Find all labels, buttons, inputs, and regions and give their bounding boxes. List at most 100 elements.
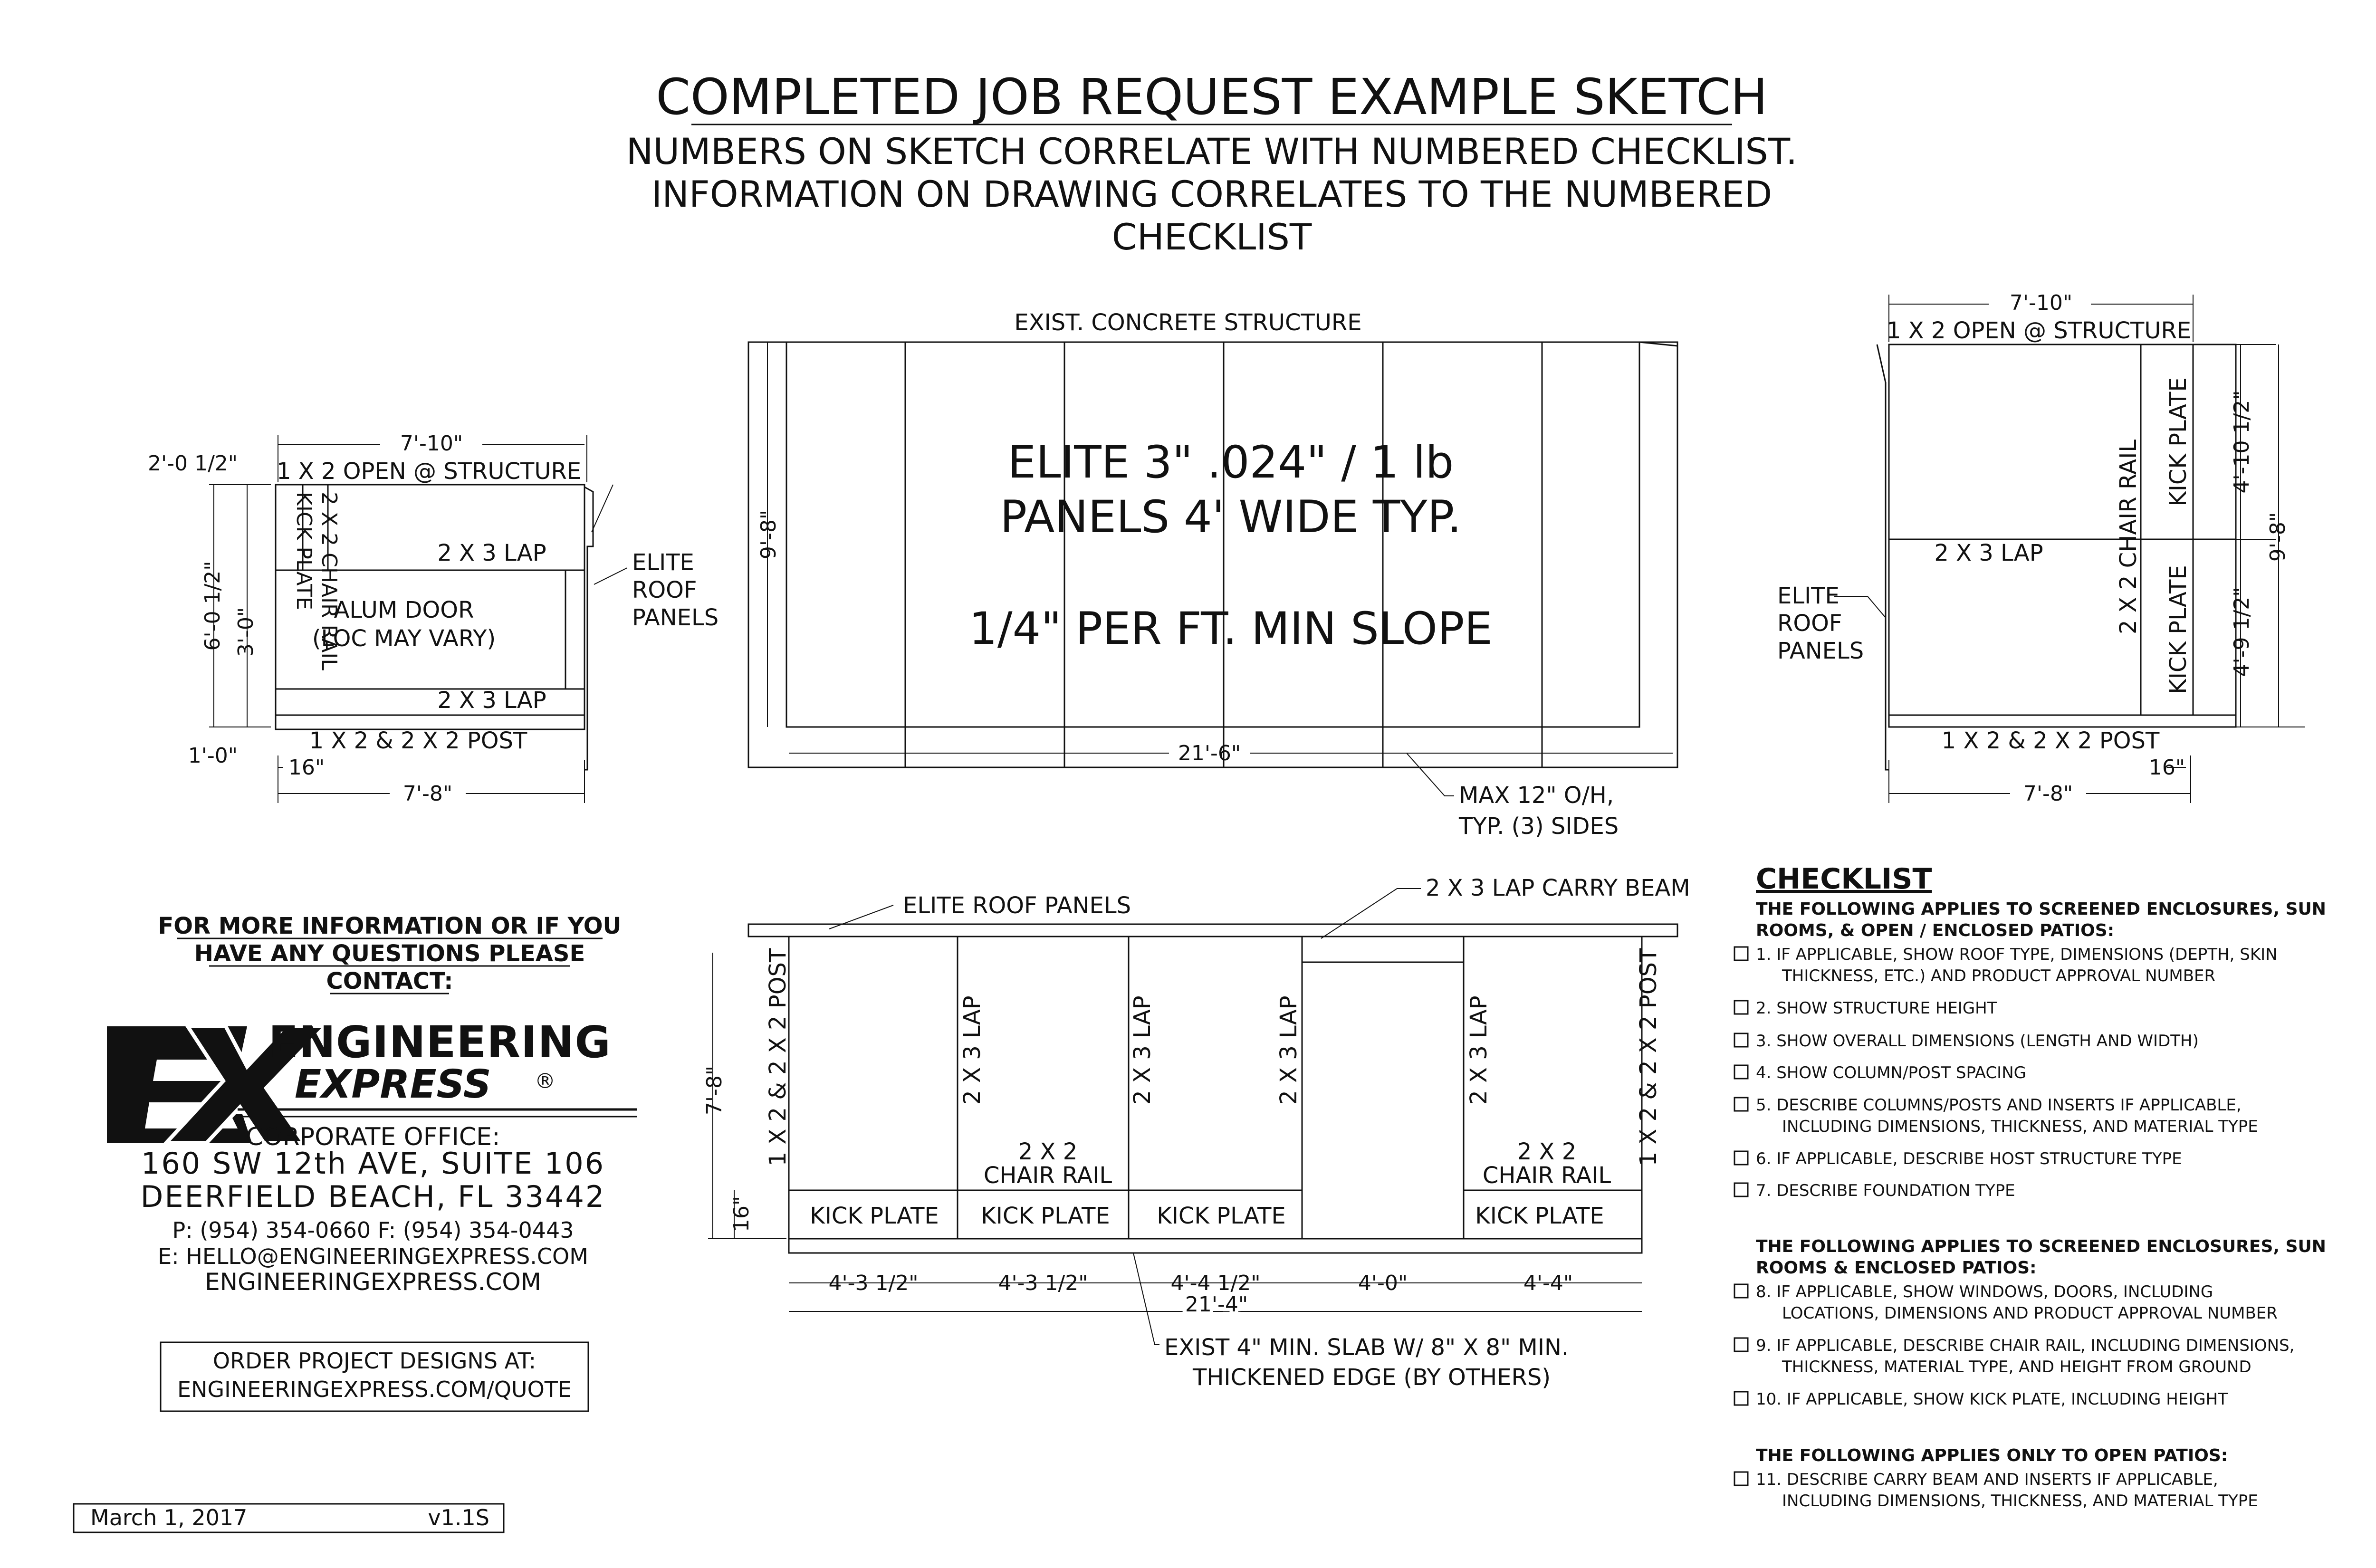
right-post-label: 1 X 2 & 2 X 2 POST — [1942, 727, 2160, 754]
phone-fax: P: (954) 354-0660 F: (954) 354-0443 — [172, 1217, 574, 1243]
front-bay-dim-2: 4'-3 1/2" — [998, 1271, 1088, 1295]
left-top-width-dim: 7'-10" — [400, 431, 463, 456]
engineering-express-logo: EX ENGINEERING EXPRESS ® — [107, 1017, 637, 1145]
left-1ft-dim: 1'-0" — [188, 744, 238, 768]
left-roof-leader — [594, 567, 628, 585]
front-chair-rail-2b: CHAIR RAIL — [1483, 1162, 1611, 1189]
max-oh-leader — [1406, 753, 1454, 796]
checklist-item-2: 2. SHOW STRUCTURE HEIGHT — [1756, 999, 1997, 1018]
right-total-dim: 9'-8" — [2266, 512, 2290, 562]
max-oh-label-2: TYP. (3) SIDES — [1458, 813, 1619, 840]
panel-spec-line-2: PANELS 4' WIDE TYP. — [1000, 491, 1461, 543]
front-frame — [788, 936, 1643, 1240]
contact-website: ENGINEERINGEXPRESS.COM — [205, 1268, 541, 1296]
front-lap-label-1: 2 X 3 LAP — [959, 995, 986, 1104]
checklist-item-10: 10. IF APPLICABLE, SHOW KICK PLATE, INCL… — [1756, 1390, 2228, 1409]
right-chair-rail-label: 2 X 2 CHAIR RAIL — [2115, 440, 2142, 634]
contact-heading-3: CONTACT: — [326, 968, 453, 994]
front-lap-label-2: 2 X 3 LAP — [1129, 995, 1156, 1104]
checklist-item-11-b: INCLUDING DIMENSIONS, THICKNESS, AND MAT… — [1782, 1492, 2258, 1511]
checkbox-9[interactable] — [1734, 1337, 1749, 1352]
front-elite-label: ELITE ROOF PANELS — [903, 892, 1131, 919]
left-bottom-width-dim: 7'-8" — [403, 782, 452, 806]
revision-date: March 1, 2017 — [90, 1505, 247, 1530]
panel-spec-line-1: ELITE 3" .024" / 1 lb — [1008, 437, 1454, 488]
right-open-structure-label: 1 X 2 OPEN @ STRUCTURE — [1887, 317, 2191, 344]
right-lower-dim: 4'-9 1/2" — [2230, 587, 2254, 677]
left-post-label: 1 X 2 & 2 X 2 POST — [309, 727, 527, 754]
front-bay-dim-3: 4'-4 1/2" — [1171, 1271, 1261, 1295]
checklist-section-2-a: THE FOLLOWING APPLIES TO SCREENED ENCLOS… — [1756, 1237, 2326, 1256]
checklist-item-11-a: 11. DESCRIBE CARRY BEAM AND INSERTS IF A… — [1756, 1470, 2218, 1489]
left-lap-lower-label: 2 X 3 LAP — [437, 687, 546, 714]
max-oh-label-1: MAX 12" O/H, — [1459, 782, 1614, 809]
corporate-office-label: CORPORATE OFFICE: — [246, 1123, 500, 1151]
revision-version: v1.1S — [428, 1505, 489, 1530]
front-kick-plate-3: KICK PLATE — [1157, 1203, 1285, 1229]
front-16-dim: 16" — [729, 1196, 754, 1232]
logo-word-express: EXPRESS — [295, 1062, 491, 1107]
right-lap-label: 2 X 3 LAP — [1934, 540, 2043, 566]
left-elite-label-3: PANELS — [632, 604, 719, 631]
right-kick-plate-lower: KICK PLATE — [2165, 565, 2192, 694]
right-frame — [1888, 344, 2237, 728]
contact-heading-1: FOR MORE INFORMATION OR IF YOU — [158, 913, 621, 939]
revision-box — [73, 1503, 505, 1533]
front-kick-plate-1: KICK PLATE — [810, 1203, 939, 1229]
address-line-2: DEERFIELD BEACH, FL 33442 — [141, 1179, 606, 1214]
checkbox-5[interactable] — [1734, 1097, 1749, 1112]
front-chair-rail-2a: 2 X 2 — [1517, 1138, 1576, 1165]
checkbox-3[interactable] — [1734, 1033, 1749, 1048]
subtitle-line-2: INFORMATION ON DRAWING CORRELATES TO THE… — [651, 173, 1772, 215]
header: COMPLETED JOB REQUEST EXAMPLE SKETCH NUM… — [626, 68, 1798, 258]
checkbox-7[interactable] — [1734, 1182, 1749, 1197]
checkbox-4[interactable] — [1734, 1064, 1749, 1080]
right-elite-label-1: ELITE — [1777, 583, 1839, 609]
exist-structure-label: EXIST. CONCRETE STRUCTURE — [1014, 309, 1361, 336]
logo-x-shape — [162, 1024, 330, 1145]
checkbox-10[interactable] — [1734, 1391, 1749, 1406]
checklist-item-6: 6. IF APPLICABLE, DESCRIBE HOST STRUCTUR… — [1756, 1149, 2182, 1168]
front-elevation: ELITE ROOF PANELS 2 X 3 LAP CARRY BEAM 1… — [702, 875, 1690, 1391]
roof-plan: EXIST. CONCRETE STRUCTURE ELITE 3" .024"… — [747, 309, 1678, 840]
right-elite-label-3: PANELS — [1777, 638, 1864, 664]
left-door-loc-label: (LOC MAY VARY) — [312, 625, 496, 652]
left-open-structure-label: 1 X 2 OPEN @ STRUCTURE — [277, 458, 581, 485]
front-slab — [788, 1238, 1643, 1254]
right-16-dim: 16" — [2149, 755, 2185, 780]
left-elite-label-2: ROOF — [632, 577, 697, 603]
checkbox-8[interactable] — [1734, 1283, 1749, 1299]
contact-block: FOR MORE INFORMATION OR IF YOU HAVE ANY … — [107, 913, 637, 1412]
front-post-left-label: 1 X 2 & 2 X 2 POST — [765, 948, 791, 1166]
checkbox-1[interactable] — [1734, 946, 1749, 961]
subtitle-line-3: CHECKLIST — [1112, 216, 1312, 258]
front-roof-panel — [747, 923, 1678, 937]
front-bay-dim-5: 4'-4" — [1523, 1271, 1573, 1295]
checkbox-6[interactable] — [1734, 1150, 1749, 1166]
checklist-item-9-a: 9. IF APPLICABLE, DESCRIBE CHAIR RAIL, I… — [1756, 1336, 2294, 1355]
checklist: CHECKLIST THE FOLLOWING APPLIES TO SCREE… — [1734, 862, 2326, 1511]
order-line-2: ENGINEERINGEXPRESS.COM/QUOTE — [177, 1377, 572, 1402]
carry-beam-leader — [1321, 888, 1421, 939]
right-top-width-dim: 7'-10" — [2010, 291, 2072, 315]
plan-edge — [1639, 341, 1678, 767]
checklist-section-2-b: ROOMS & ENCLOSED PATIOS: — [1756, 1258, 2037, 1278]
plan-width-dim: 21'-6" — [1178, 741, 1241, 765]
front-kick-plate-2: KICK PLATE — [981, 1203, 1110, 1229]
front-lap-label-4: 2 X 3 LAP — [1466, 995, 1492, 1104]
checklist-title: CHECKLIST — [1756, 862, 1932, 896]
logo-registered-mark: ® — [535, 1069, 556, 1093]
right-upper-dim: 4'-10 1/2" — [2230, 391, 2254, 494]
slab-label-2: THICKENED EDGE (BY OTHERS) — [1192, 1364, 1551, 1391]
checkbox-11[interactable] — [1734, 1471, 1749, 1486]
left-lap-upper-label: 2 X 3 LAP — [437, 540, 546, 566]
checklist-item-8-b: LOCATIONS, DIMENSIONS AND PRODUCT APPROV… — [1782, 1304, 2278, 1323]
front-kick-plate-4: KICK PLATE — [1475, 1203, 1604, 1229]
front-bay-dim-4: 4'-0" — [1358, 1271, 1408, 1295]
checklist-item-3: 3. SHOW OVERALL DIMENSIONS (LENGTH AND W… — [1756, 1032, 2199, 1051]
checklist-item-5-b: INCLUDING DIMENSIONS, THICKNESS, AND MAT… — [1782, 1117, 2258, 1136]
checklist-section-1-b: ROOMS, & OPEN / ENCLOSED PATIOS: — [1756, 921, 2114, 940]
checkbox-2[interactable] — [1734, 1000, 1749, 1015]
plan-inner — [786, 341, 1640, 728]
